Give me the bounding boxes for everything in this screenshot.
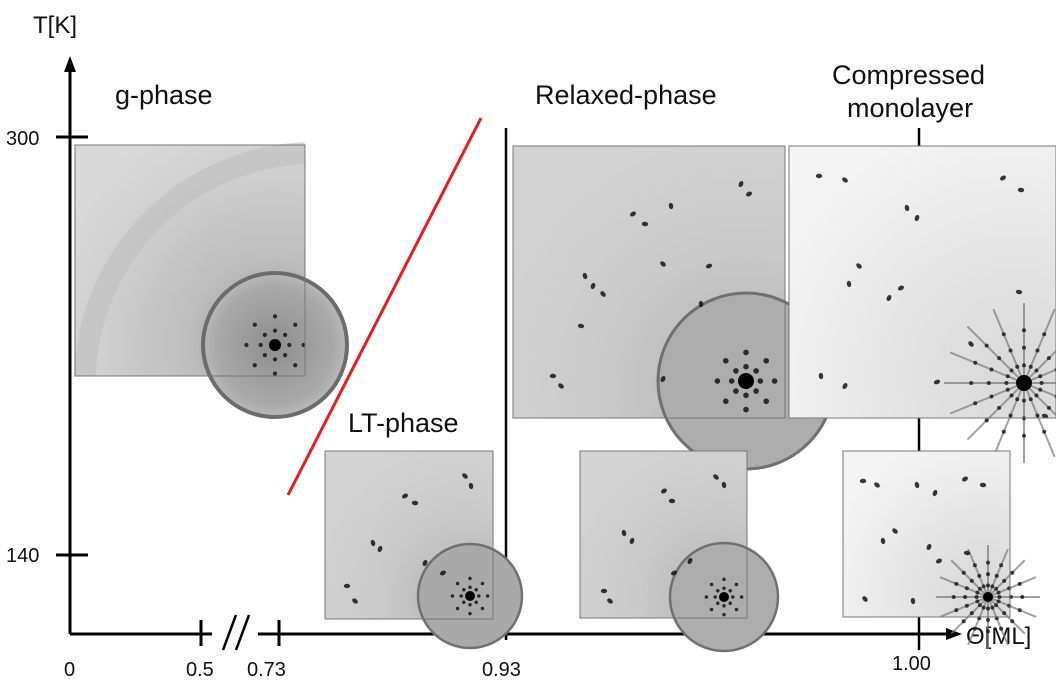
y-axis-label: T[K] bbox=[33, 12, 77, 39]
g-phase-label: g-phase bbox=[115, 80, 213, 110]
g-phase-pattern bbox=[74, 142, 349, 419]
x-axis-arrow-icon bbox=[946, 628, 962, 640]
lt-phase-label: LT-phase bbox=[348, 408, 459, 438]
relaxed-phase-label: Relaxed-phase bbox=[535, 80, 717, 110]
y-tick-label-140: 140 bbox=[6, 545, 39, 567]
compressed-monolayer-pattern-small bbox=[842, 450, 1040, 649]
x-tick-label-0: 0 bbox=[64, 659, 75, 681]
y-axis-arrow-icon bbox=[64, 56, 76, 72]
lt-phase-pattern bbox=[324, 450, 524, 650]
relaxed-phase-pattern-large bbox=[512, 145, 836, 471]
x-axis: Θ[ML] 0 0.5 0.73 0.93 1.00 bbox=[64, 614, 1031, 681]
y-axis: T[K] 300 140 bbox=[6, 12, 88, 634]
y-tick-label-300: 300 bbox=[6, 128, 39, 150]
x-axis-label: Θ[ML] bbox=[966, 623, 1031, 650]
x-tick-label-0.73: 0.73 bbox=[247, 659, 286, 681]
axis-break-icon bbox=[221, 614, 251, 651]
relaxed-phase-pattern-small bbox=[579, 450, 780, 653]
compressed-monolayer-pattern-large bbox=[788, 145, 1056, 463]
x-tick-label-0.93: 0.93 bbox=[482, 659, 521, 681]
x-tick-label-0.5: 0.5 bbox=[186, 659, 214, 681]
compressed-label-line1: Compressed bbox=[832, 60, 985, 90]
phase-boundary-red bbox=[286, 117, 483, 496]
x-tick-label-1.00: 1.00 bbox=[892, 653, 931, 675]
compressed-label-line2: monolayer bbox=[847, 93, 973, 123]
